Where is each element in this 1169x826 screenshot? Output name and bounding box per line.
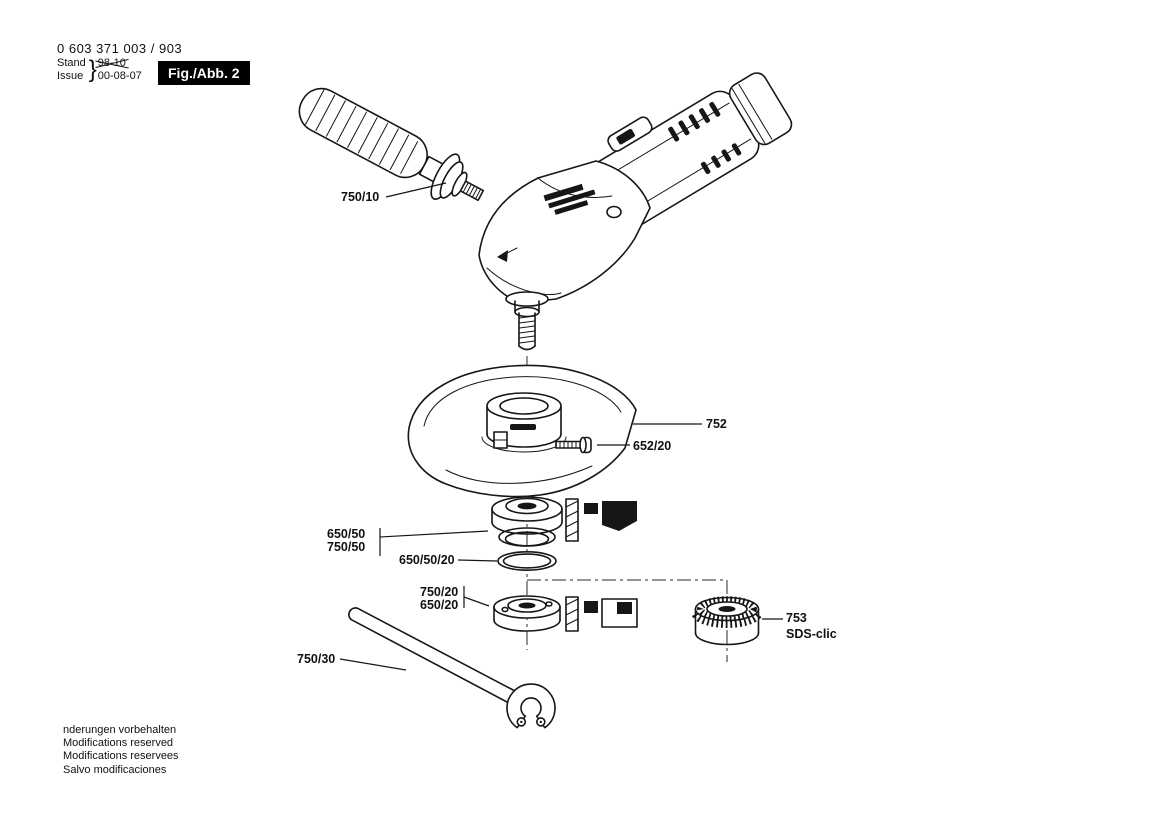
label-nut-750-20: 750/20 xyxy=(420,585,459,599)
part-number: 0 603 371 003 / 903 xyxy=(57,41,183,56)
wheel-guard xyxy=(407,364,637,498)
old-date: 98-10 xyxy=(97,57,126,69)
section-detail-flange xyxy=(565,498,637,542)
vent-slots xyxy=(668,101,742,175)
pin-wrench xyxy=(348,607,556,729)
label-guard-752: 752 xyxy=(706,417,727,431)
label-flange-650-50: 650/50 xyxy=(327,527,366,541)
label-nut-650-20: 650/20 xyxy=(420,598,459,612)
revision-labels: Stand Issue xyxy=(57,57,86,83)
section-detail-nut xyxy=(565,596,638,632)
spindle xyxy=(505,291,549,351)
stand-label: Stand xyxy=(57,57,86,69)
label-sds-753: 753 xyxy=(786,611,807,625)
label-sds-clic: SDS-clic xyxy=(786,627,837,641)
disclaimer-de: nderungen vorbehalten xyxy=(63,724,177,736)
grinder-gear-head xyxy=(478,160,651,351)
issue-label: Issue xyxy=(57,70,84,82)
figure-label: Fig./Abb. 2 xyxy=(158,61,250,85)
footer-disclaimers: nderungen vorbehalten Modifications rese… xyxy=(63,724,179,777)
disclaimer-es: Salvo modificaciones xyxy=(63,763,167,776)
spindle-lock-button xyxy=(606,205,622,219)
revision-brace: } xyxy=(88,56,97,83)
backing-flange xyxy=(491,496,563,547)
revision-dates: 98-10 00-08-07 xyxy=(98,57,142,83)
revision-block: Stand Issue } 98-10 00-08-07 xyxy=(57,57,142,83)
sds-clic-nut xyxy=(691,596,763,646)
issue-date: 00-08-07 xyxy=(97,70,142,82)
disclaimer-fr: Modifications reservees xyxy=(63,750,179,763)
label-handle-750-10: 750/10 xyxy=(341,190,380,204)
guard-clamp-screw xyxy=(555,436,592,454)
label-ring-650-50-20: 650/50/20 xyxy=(399,553,455,567)
label-screw-652-20: 652/20 xyxy=(633,439,672,453)
nameplate xyxy=(543,183,596,215)
spacer-ring xyxy=(497,550,557,571)
label-wrench-750-30: 750/30 xyxy=(297,652,336,666)
side-handle xyxy=(298,87,485,202)
clamping-nut xyxy=(493,595,561,632)
label-flange-750-50: 750/50 xyxy=(327,540,366,554)
disclaimer-en: Modifications reserved xyxy=(63,737,174,750)
rotation-arrow xyxy=(497,247,518,262)
leader-lines xyxy=(339,182,783,671)
